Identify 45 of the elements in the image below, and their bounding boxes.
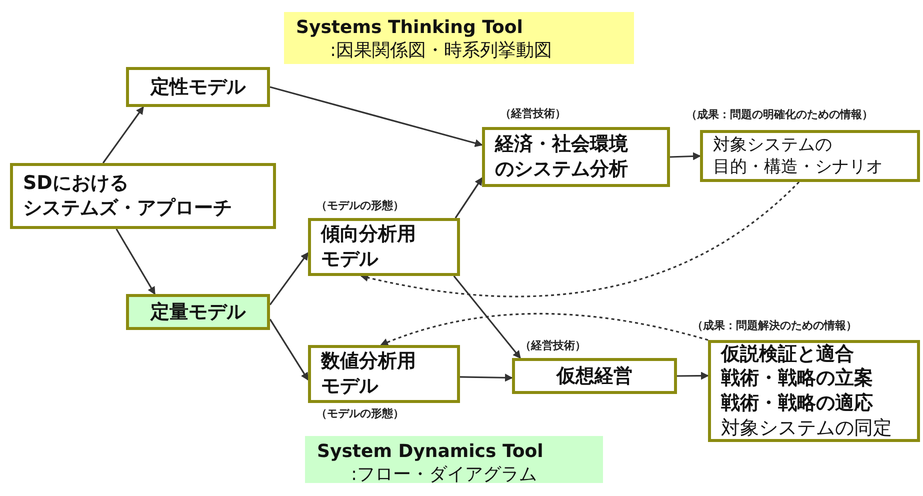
- arrow: [102, 106, 144, 164]
- box-caption: （成果：問題解決のための情報）: [692, 318, 857, 333]
- banner-title: System Dynamics Tool: [317, 440, 544, 464]
- box-text: 傾向分析用モデル: [321, 222, 417, 272]
- arrow: [454, 177, 483, 218]
- process-box: [308, 345, 460, 403]
- process-box: [126, 294, 270, 330]
- process-box: [126, 67, 270, 107]
- arrow: [269, 318, 309, 381]
- process-box: [308, 218, 460, 276]
- box-text: 仮説検証と適合: [721, 342, 855, 366]
- arrow: [460, 374, 513, 382]
- banner-subtitle: :フロー・ダイアグラム: [350, 463, 538, 487]
- arrow: [116, 228, 156, 295]
- banner-subtitle: :因果関係図・時系列挙動図: [329, 39, 554, 63]
- box-text: 定量モデル: [150, 300, 246, 324]
- box-caption: （経営技術）: [520, 338, 586, 353]
- tool-banner: [305, 436, 603, 483]
- process-box: [10, 163, 276, 229]
- box-text: 仮想経営: [556, 364, 632, 388]
- box-text: 経済・社会環境のシステム分析: [495, 132, 629, 182]
- process-box: [700, 130, 920, 182]
- box-text: 戦術・戦略の適応: [721, 391, 874, 416]
- box-text: 戦術・戦略の立案: [721, 366, 874, 391]
- box-text: 数値分析用モデル: [321, 349, 417, 399]
- box-caption: （経営技術）: [500, 106, 566, 121]
- arrow: [270, 86, 483, 147]
- box-text: 対象システムの目的・構造・シナリオ: [713, 134, 884, 178]
- process-box: [708, 340, 920, 442]
- box-caption: （成果：問題の明確化のための情報）: [686, 107, 873, 122]
- arrow: [360, 181, 800, 298]
- tool-banner: [284, 12, 634, 64]
- arrow: [380, 312, 708, 346]
- box-text: 対象システムの同定: [721, 416, 893, 440]
- box-caption: （モデルの形態）: [316, 198, 404, 213]
- box-text: 定性モデル: [150, 74, 246, 100]
- arrow: [677, 372, 709, 380]
- banner-title: Systems Thinking Tool: [296, 16, 524, 40]
- arrow: [453, 276, 521, 359]
- arrow: [269, 252, 309, 306]
- process-box: [482, 127, 670, 187]
- arrow: [670, 152, 701, 160]
- box-caption: （モデルの形態）: [316, 406, 404, 421]
- process-box: [512, 358, 677, 394]
- box-text: SDにおけるシステムズ・アプローチ: [23, 171, 233, 221]
